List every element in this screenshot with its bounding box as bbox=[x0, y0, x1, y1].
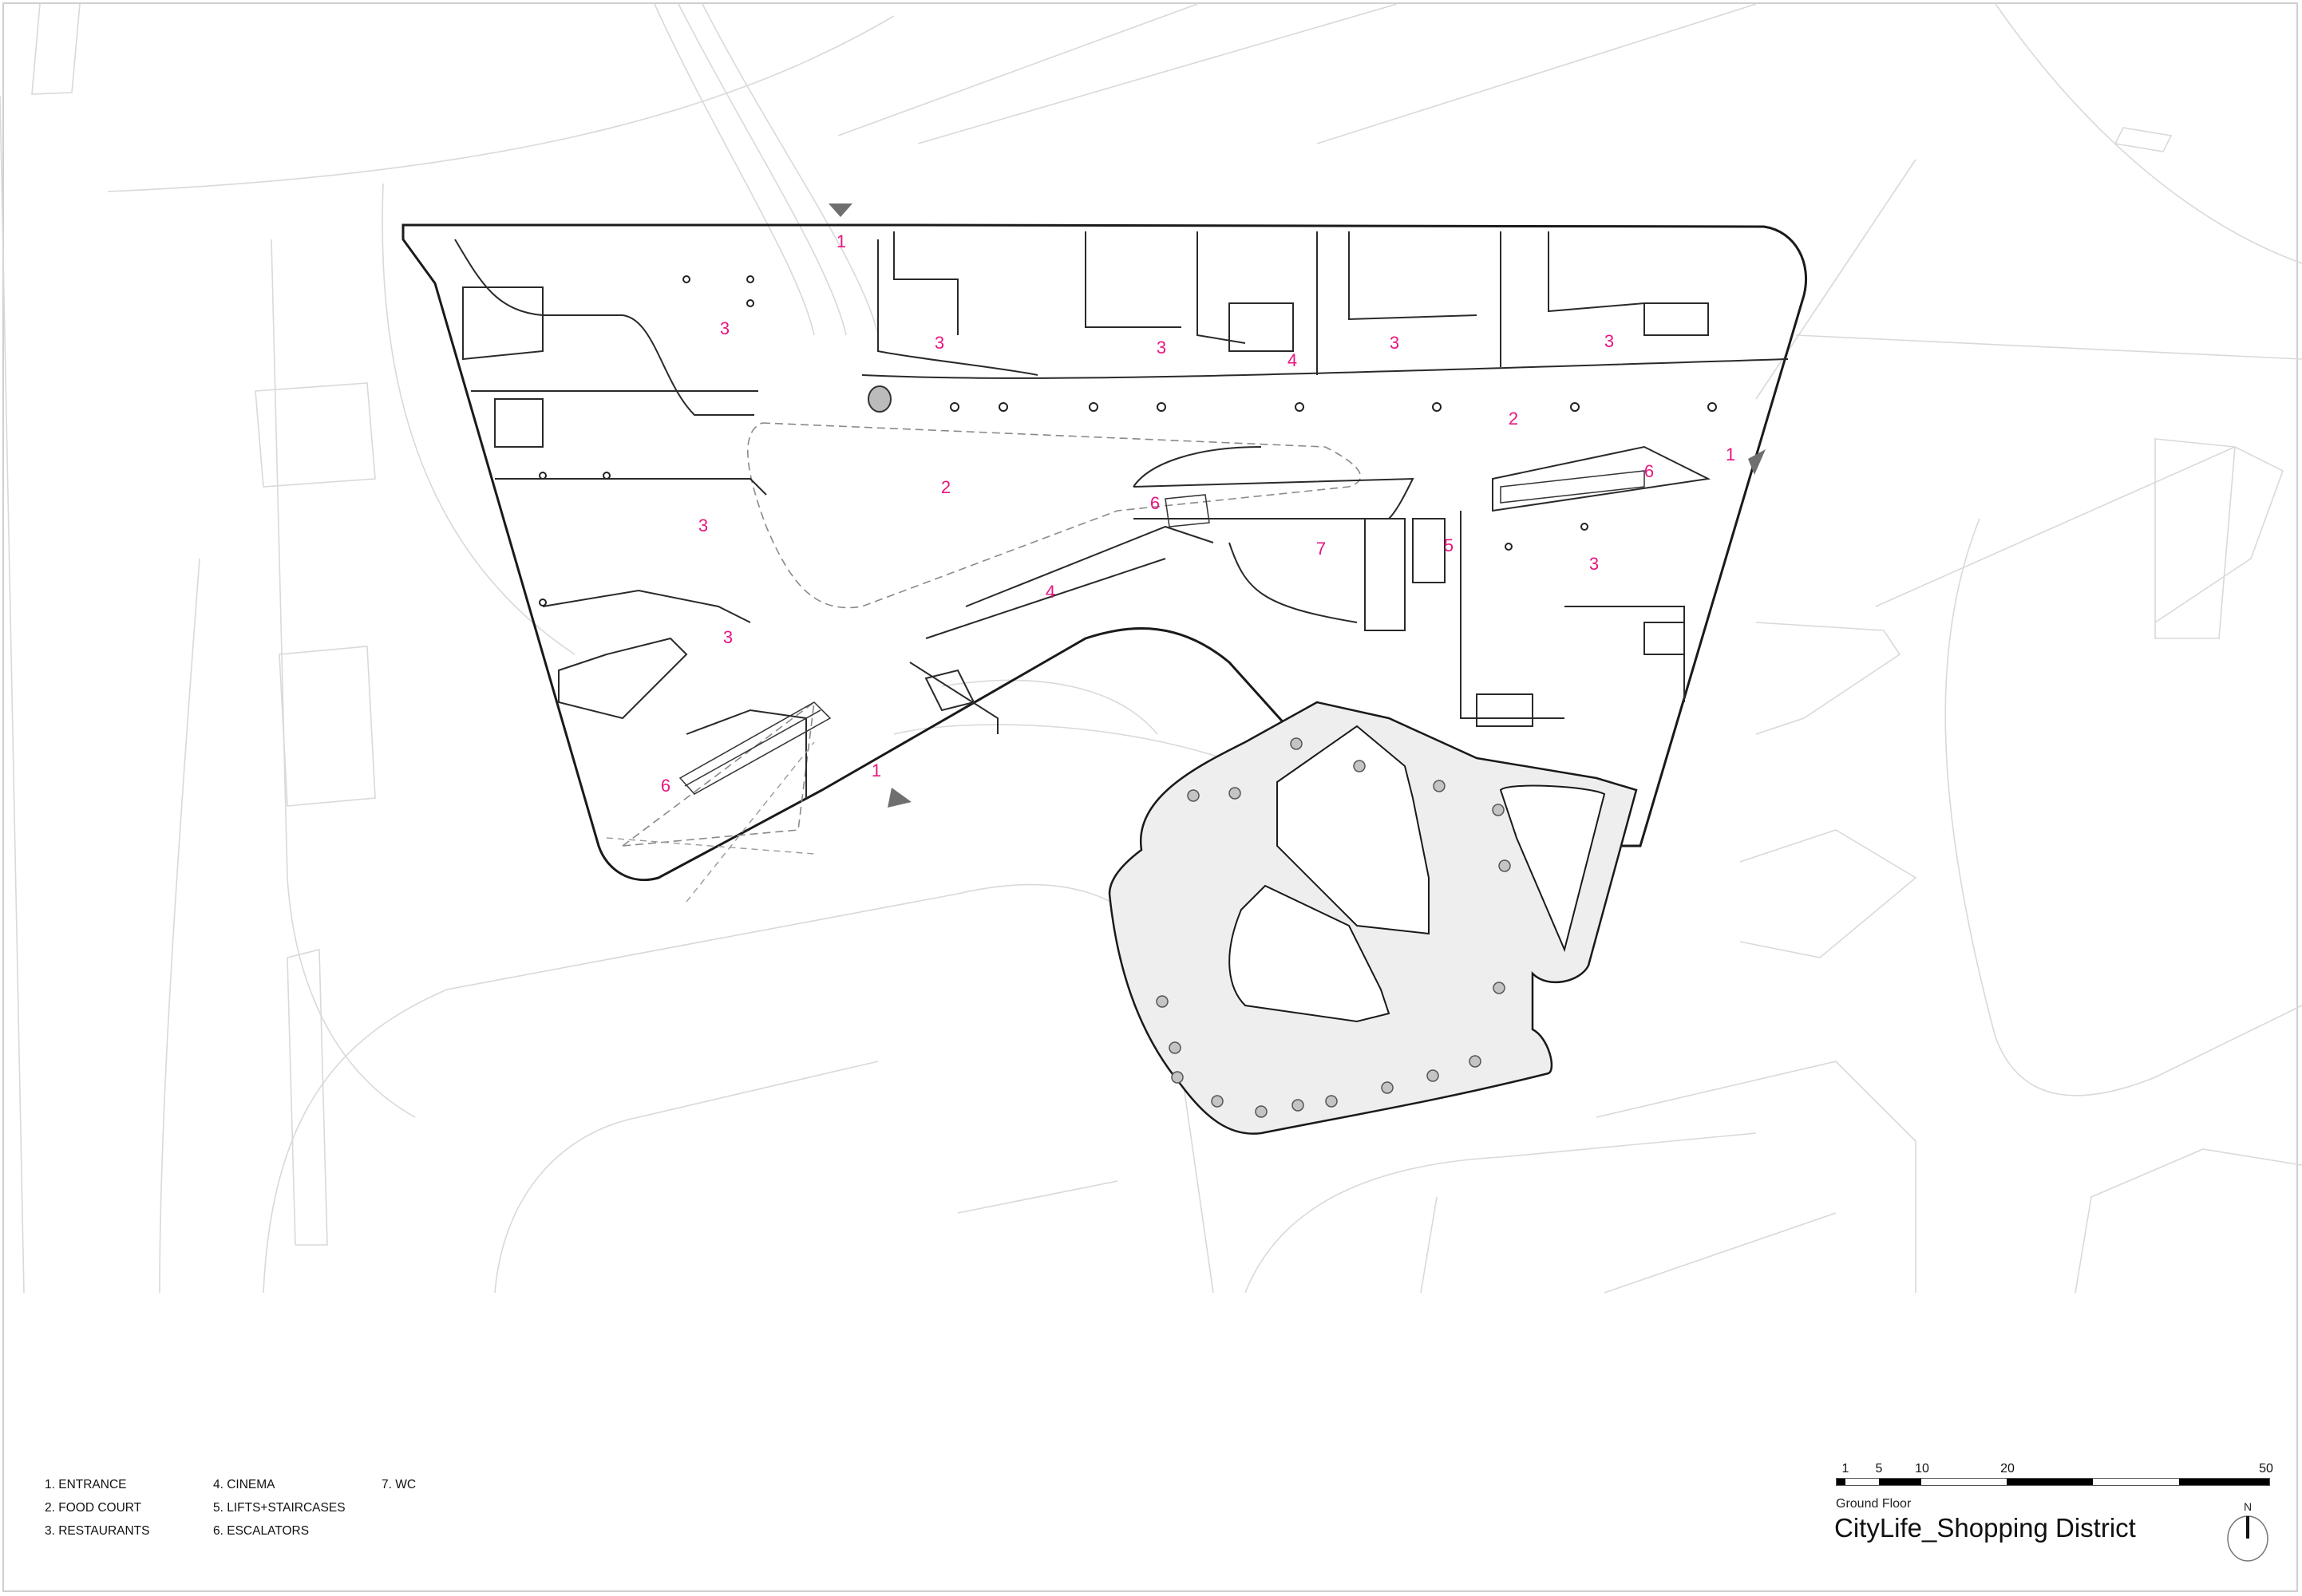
label-restaurants-w: 3 bbox=[698, 516, 709, 535]
title-block: 1 5 10 20 50 Ground Floor CityLife_Shopp… bbox=[1834, 1462, 2281, 1582]
label-escalators-central: 6 bbox=[1149, 493, 1161, 513]
site-context-lines bbox=[0, 3, 2302, 1294]
label-restaurants-n3: 3 bbox=[1389, 333, 1400, 353]
label-restaurants-e: 3 bbox=[1588, 554, 1600, 574]
round-element bbox=[868, 385, 892, 413]
legend-item-escalators: 6. ESCALATORS bbox=[213, 1524, 310, 1538]
floor-subtitle: Ground Floor bbox=[1836, 1497, 1912, 1511]
tower-cores bbox=[1228, 725, 1606, 1023]
tower-columns bbox=[1156, 737, 1511, 1118]
label-lifts-staircases: 5 bbox=[1443, 535, 1454, 555]
label-cinema-central: 4 bbox=[1045, 582, 1056, 602]
label-entrance-east: 1 bbox=[1725, 444, 1736, 464]
label-restaurants-sw: 3 bbox=[722, 627, 734, 647]
legend-item-food-court: 2. FOOD COURT bbox=[45, 1501, 142, 1515]
legend-column-2: 4. CINEMA 5. LIFTS+STAIRCASES 6. ESCALAT… bbox=[213, 1476, 381, 1546]
legend-item-cinema: 4. CINEMA bbox=[213, 1478, 275, 1491]
scale-tick-50: 50 bbox=[2259, 1462, 2273, 1476]
mall-columns bbox=[539, 275, 1717, 606]
scale-tick-10: 10 bbox=[1915, 1462, 1929, 1476]
legend-item-wc: 7. WC bbox=[382, 1478, 417, 1491]
label-escalators-sw: 6 bbox=[660, 776, 671, 796]
scale-tick-20: 20 bbox=[2000, 1462, 2015, 1476]
scale-bar bbox=[1836, 1478, 2270, 1486]
label-food-court-east: 2 bbox=[1508, 409, 1519, 429]
legend-column-1: 1. ENTRANCE 2. FOOD COURT 3. RESTAURANTS bbox=[45, 1476, 212, 1546]
entrance-arrows bbox=[829, 203, 1766, 808]
north-arrow: N bbox=[2225, 1500, 2270, 1562]
label-restaurants-ne: 3 bbox=[1604, 331, 1615, 351]
north-compass-icon bbox=[2227, 1515, 2268, 1562]
interior-walls bbox=[454, 231, 1789, 798]
label-restaurants-n1: 3 bbox=[934, 333, 945, 353]
label-entrance-south: 1 bbox=[871, 760, 882, 780]
label-restaurants-nw: 3 bbox=[719, 318, 730, 338]
label-escalators-east: 6 bbox=[1643, 461, 1655, 481]
north-label: N bbox=[2243, 1500, 2253, 1513]
scale-tick-5: 5 bbox=[1875, 1462, 1883, 1476]
label-food-court-central: 2 bbox=[940, 477, 951, 497]
escalators bbox=[678, 470, 1645, 795]
legend-column-3: 7. WC bbox=[382, 1476, 549, 1499]
legend-item-restaurants: 3. RESTAURANTS bbox=[45, 1524, 150, 1538]
legend-item-entrance: 1. ENTRANCE bbox=[45, 1478, 127, 1491]
label-wc: 7 bbox=[1315, 539, 1327, 559]
building-outline bbox=[401, 223, 1808, 882]
label-entrance-north: 1 bbox=[836, 231, 847, 251]
scale-tick-1: 1 bbox=[1841, 1462, 1849, 1476]
label-cinema-north: 4 bbox=[1287, 350, 1298, 370]
legend-item-lifts-staircases: 5. LIFTS+STAIRCASES bbox=[213, 1501, 346, 1515]
label-restaurants-n2: 3 bbox=[1156, 338, 1167, 358]
sheet-title: CityLife_Shopping District bbox=[1834, 1513, 2136, 1543]
